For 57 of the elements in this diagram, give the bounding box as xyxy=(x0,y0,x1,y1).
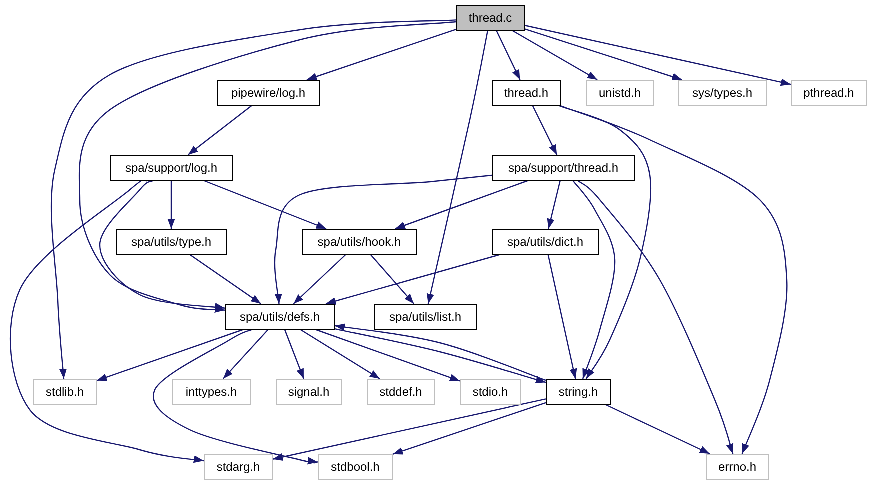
source-file-box: thread.c xyxy=(456,5,525,31)
header-file-box: spa/utils/defs.h xyxy=(225,304,335,330)
header-file-box: spa/utils/type.h xyxy=(116,229,227,255)
include-arrow xyxy=(426,30,488,304)
include-arrow xyxy=(548,254,578,380)
include-arrow xyxy=(560,105,788,454)
include-arrow xyxy=(153,329,318,466)
system-header-box: signal.h xyxy=(276,379,342,405)
include-arrow xyxy=(300,330,380,380)
include-arrow xyxy=(512,30,598,81)
header-file-box: spa/utils/list.h xyxy=(374,304,477,330)
header-file-box: string.h xyxy=(546,379,611,405)
header-file-box: spa/support/log.h xyxy=(110,155,233,181)
header-file-box: pipewire/log.h xyxy=(217,80,320,106)
include-arrow xyxy=(190,254,262,304)
system-header-box: sys/types.h xyxy=(678,80,767,106)
include-arrow xyxy=(222,330,269,380)
header-file-box: spa/utils/hook.h xyxy=(302,229,417,255)
include-arrow xyxy=(578,180,734,454)
include-arrow xyxy=(10,179,204,464)
include-arrow xyxy=(572,180,616,380)
include-arrow xyxy=(395,180,528,230)
system-header-box: pthread.h xyxy=(791,80,867,106)
system-header-box: stdlib.h xyxy=(33,379,97,405)
include-arrow xyxy=(99,180,226,311)
header-file-box: spa/utils/dict.h xyxy=(492,229,599,255)
system-header-box: stdbool.h xyxy=(318,454,393,480)
include-arrow xyxy=(326,254,500,305)
header-file-box: thread.h xyxy=(492,80,561,106)
system-header-box: unistd.h xyxy=(586,80,654,106)
include-arrow xyxy=(168,181,176,229)
include-arrow xyxy=(274,174,492,304)
include-arrow xyxy=(370,254,415,304)
include-arrow xyxy=(293,254,346,304)
include-arrow xyxy=(524,25,792,86)
include-arrow xyxy=(306,29,456,81)
include-arrow xyxy=(188,106,252,156)
include-arrow xyxy=(284,330,305,380)
system-header-box: stdarg.h xyxy=(204,454,273,480)
system-header-box: errno.h xyxy=(706,454,769,480)
include-arrow xyxy=(316,329,460,382)
include-arrow xyxy=(606,404,710,455)
include-arrow xyxy=(524,28,682,81)
include-arrow xyxy=(547,180,561,230)
include-arrow xyxy=(532,106,558,156)
include-arrow xyxy=(496,30,521,80)
include-arrow xyxy=(51,20,456,380)
include-arrow xyxy=(559,105,652,380)
header-file-box: spa/support/thread.h xyxy=(492,155,635,181)
system-header-box: stdio.h xyxy=(460,379,521,405)
include-arrow xyxy=(78,21,456,314)
system-header-box: stddef.h xyxy=(367,379,435,405)
include-arrow xyxy=(96,329,243,382)
include-arrow xyxy=(272,398,546,461)
include-arrow xyxy=(392,402,546,455)
system-header-box: inttypes.h xyxy=(172,379,251,405)
include-arrow xyxy=(204,180,327,230)
